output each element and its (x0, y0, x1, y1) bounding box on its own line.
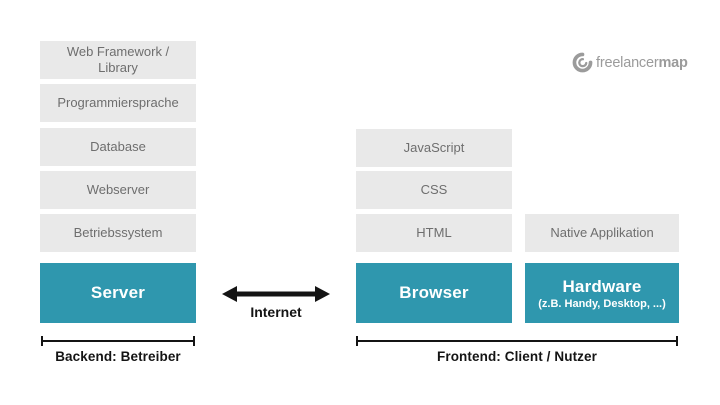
layer-javascript: JavaScript (356, 129, 512, 167)
layer-css: CSS (356, 171, 512, 209)
backend-bracket-right-tick (193, 336, 195, 346)
backend-label: Backend: Betreiber (55, 349, 181, 364)
browser-box-label: Browser (399, 283, 469, 302)
hardware-box: Hardware (z.B. Handy, Desktop, ...) (525, 263, 679, 323)
logo-text-regular: freelancer (596, 54, 659, 71)
layer-html: HTML (356, 214, 512, 252)
layer-betriebssystem: Betriebssystem (40, 214, 196, 252)
frontend-label: Frontend: Client / Nutzer (437, 349, 597, 364)
frontend-bracket (356, 340, 678, 342)
frontend-bracket-right-tick (676, 336, 678, 346)
hardware-box-title: Hardware (562, 276, 642, 296)
layer-webserver: Webserver (40, 171, 196, 209)
freelancermap-logo-icon (572, 52, 593, 73)
layer-web-framework-library: Web Framework / Library (40, 41, 196, 79)
frontend-bracket-left-tick (356, 336, 358, 346)
logo-text-bold: map (658, 54, 688, 71)
internet-arrow (220, 283, 332, 305)
hardware-box-subtitle: (z.B. Handy, Desktop, ...) (538, 297, 666, 310)
internet-label: Internet (250, 304, 302, 320)
layer-programmiersprache: Programmiersprache (40, 84, 196, 122)
layer-database: Database (40, 128, 196, 166)
layer-native-applikation: Native Applikation (525, 214, 679, 252)
backend-bracket (41, 340, 195, 342)
server-box-label: Server (90, 283, 146, 302)
server-box: Server (40, 263, 196, 323)
browser-box: Browser (356, 263, 512, 323)
backend-bracket-left-tick (41, 336, 43, 346)
